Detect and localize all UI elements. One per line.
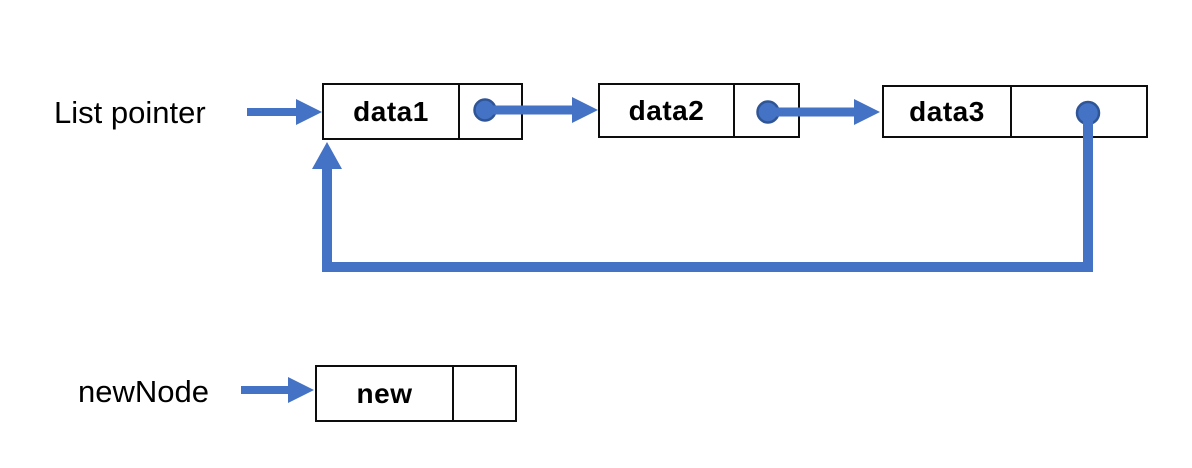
arrow-list-pointer-to-data1 bbox=[247, 99, 322, 125]
node-data3-pointer-cell bbox=[1012, 87, 1146, 136]
node-data2: data2 bbox=[598, 83, 800, 138]
newnode-label: newNode bbox=[78, 374, 209, 409]
node-data2-value: data2 bbox=[600, 85, 735, 136]
arrow-newnode-to-new bbox=[241, 377, 314, 403]
node-new: new bbox=[315, 365, 517, 422]
node-data2-pointer-cell bbox=[735, 85, 798, 136]
node-new-value: new bbox=[317, 367, 454, 420]
list-pointer-label: List pointer bbox=[54, 95, 206, 130]
node-data3-value: data3 bbox=[884, 87, 1012, 136]
node-data3: data3 bbox=[882, 85, 1148, 138]
node-data1: data1 bbox=[322, 83, 523, 140]
node-data1-pointer-cell bbox=[460, 85, 521, 138]
node-data1-value: data1 bbox=[324, 85, 460, 138]
node-new-pointer-cell bbox=[454, 367, 515, 420]
